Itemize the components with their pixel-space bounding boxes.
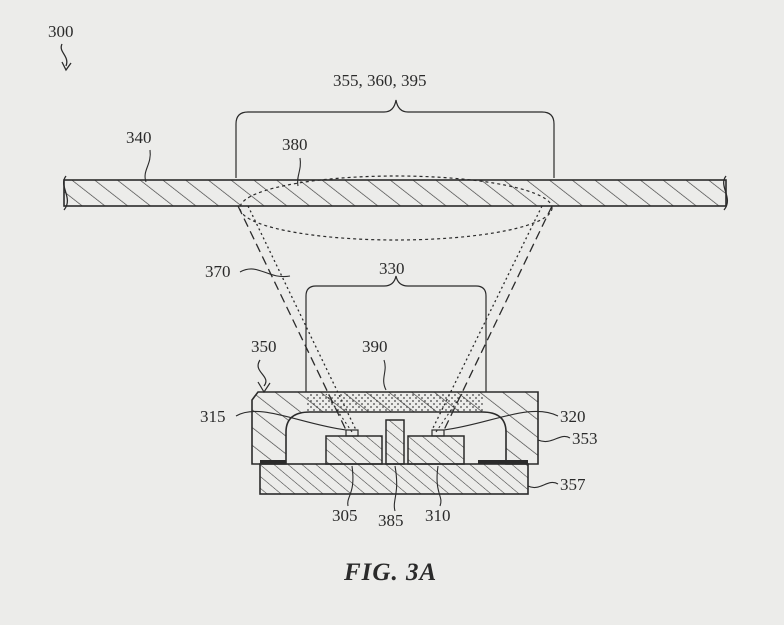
wire-bond-right [431,429,445,437]
break-right [723,175,729,211]
label-315: 315 [200,407,226,426]
label-370: 370 [205,262,231,281]
label-357: 357 [560,475,586,494]
label-320: 320 [560,407,586,426]
divider-385 [385,419,405,465]
leader-305 [347,465,354,507]
figure-caption: FIG. 3A [343,559,437,586]
window-390 [306,392,484,412]
break-left [63,175,69,211]
leader-357 [527,482,559,488]
cone-370 [237,205,553,431]
label-390: 390 [362,337,388,356]
pad-right [478,460,528,464]
leader-353 [537,436,571,442]
label-300: 300 [48,22,74,41]
leader-340 [144,149,151,183]
cover-layer-340 [63,179,727,207]
arrow-300-icon [61,61,72,72]
label-380: 380 [282,135,308,154]
wire-bond-left [345,429,359,437]
bracket-355 [235,99,555,178]
label-385: 385 [378,511,404,530]
label-330: 330 [379,259,405,278]
leader-390 [383,359,387,391]
leader-320 [443,410,559,431]
label-305: 305 [332,506,358,525]
leader-310 [436,465,442,507]
leader-350 [257,359,267,387]
label-340: 340 [126,128,152,147]
pad-left [260,460,286,464]
leader-380 [297,157,301,187]
emitter-305 [325,435,383,465]
substrate-357 [259,463,529,495]
leader-315 [235,410,347,431]
emitter-310 [407,435,465,465]
leader-300 [60,43,68,67]
label-350: 350 [251,337,277,356]
illumination-ellipse-380 [239,175,553,241]
leader-370 [239,268,291,278]
label-353: 353 [572,429,598,448]
bracket-330 [305,275,487,392]
arrow-350-icon [257,381,271,394]
leader-385 [393,465,398,512]
label-310: 310 [425,506,451,525]
label-355-360-395: 355, 360, 395 [333,71,427,90]
